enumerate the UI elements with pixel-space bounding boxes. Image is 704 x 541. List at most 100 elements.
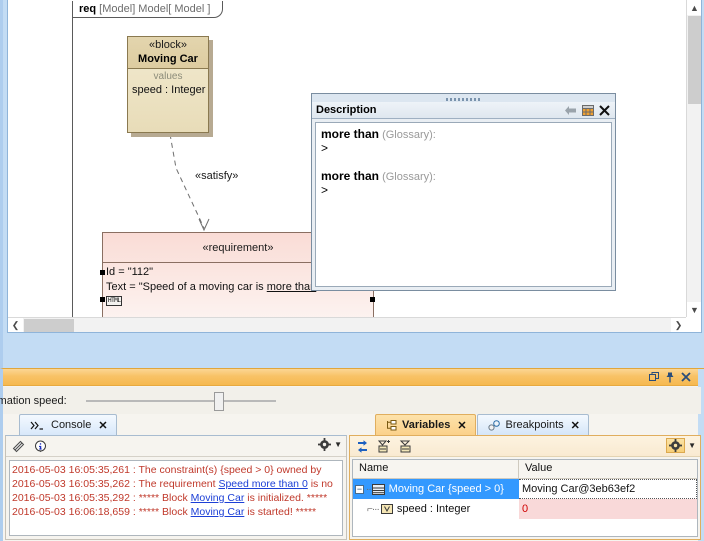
log-timestamp: 2016-05-03 16:05:35,292 : [12, 492, 139, 504]
selection-handle[interactable] [370, 297, 375, 302]
column-header-name[interactable]: Name [353, 460, 519, 478]
glossary-source: (Glossary): [382, 129, 436, 141]
breakpoint-circle-icon [487, 419, 501, 431]
variables-options[interactable]: ▼ [666, 438, 696, 453]
log-line: 2016-05-03 16:05:35,262 : The requiremen… [12, 477, 342, 491]
tab-console-close-icon[interactable]: ✕ [98, 419, 108, 432]
collapse-expander-icon[interactable]: − [355, 483, 364, 494]
tab-breakpoints[interactable]: Breakpoints ✕ [476, 414, 589, 435]
glossary-body: > [321, 183, 329, 197]
back-arrow-icon[interactable] [563, 103, 578, 117]
glossary-term: more than [321, 127, 380, 141]
block-header: «block» Moving Car [128, 37, 208, 69]
eraser-icon[interactable] [11, 439, 27, 453]
close-icon[interactable] [678, 370, 694, 384]
column-header-value[interactable]: Value [525, 462, 553, 474]
simulation-panel: nimation speed: Console ✕ Variabl [0, 368, 704, 541]
description-drag-grip[interactable] [312, 94, 615, 102]
tab-console[interactable]: Console ✕ [19, 414, 117, 435]
variables-row-name: ⌐··· speed : Integer [353, 499, 519, 519]
log-timestamp: 2016-05-03 16:05:35,261 : [12, 464, 139, 476]
log-link[interactable]: Speed more than 0 [218, 478, 308, 490]
gear-icon[interactable] [666, 438, 686, 453]
variables-toolbar: ▼ [350, 436, 700, 457]
variables-row-value[interactable]: Moving Car@3eb63ef2 [519, 479, 697, 499]
log-line: 2016-05-03 16:05:35,261 : The constraint… [12, 463, 342, 477]
table-icon[interactable] [580, 103, 595, 117]
slider-thumb[interactable] [213, 391, 224, 411]
horizontal-splitter[interactable] [0, 336, 704, 368]
animation-speed-slider[interactable] [85, 391, 276, 411]
expand-all-icon[interactable] [398, 439, 414, 453]
block-compartment-title: values [153, 71, 183, 82]
variables-row-name-label: Moving Car {speed > 0} [388, 483, 504, 495]
simulation-titlebar [3, 369, 698, 386]
description-panel[interactable]: Description more than (Gloss [311, 93, 616, 291]
tab-console-label: Console [51, 419, 92, 431]
html-badge: HTML [106, 296, 123, 307]
variables-row-value[interactable]: 0 [519, 499, 697, 519]
canvas-vertical-scrollbar[interactable]: ▲ ▼ [686, 0, 701, 317]
console-pane: ▼ 2016-05-03 16:05:35,261 : The constrai… [5, 435, 347, 540]
refresh-icon[interactable] [354, 439, 370, 453]
log-text-tail: is started! ***** [244, 506, 317, 518]
tab-variables-close-icon[interactable]: ✕ [457, 419, 467, 432]
tree-connector: ·· [366, 483, 372, 495]
diagram-editor-frame: req [Model] Model[ Model ] «satisfy» «bl… [7, 0, 702, 333]
chevron-down-icon[interactable]: ▼ [688, 441, 696, 450]
log-text-tail: is no [307, 478, 333, 490]
description-title: Description [316, 104, 377, 116]
chevron-down-icon[interactable]: ▼ [334, 440, 342, 449]
table-row[interactable]: − ·· Moving Car {speed > 0} Moving Car@3… [353, 479, 697, 499]
diagram-frame-kind: req [79, 3, 97, 15]
tab-breakpoints-label: Breakpoints [505, 419, 564, 431]
variables-table-header: Name Value [353, 460, 697, 479]
scroll-left-icon[interactable]: ❮ [8, 318, 23, 332]
horizontal-scroll-thumb[interactable] [24, 319, 74, 332]
log-link[interactable]: Moving Car [190, 506, 245, 518]
variables-tree-icon [386, 419, 397, 431]
selection-handle[interactable] [100, 297, 105, 302]
console-log-list[interactable]: 2016-05-03 16:05:35,261 : The constraint… [9, 460, 343, 536]
requirement-text-glossary-link[interactable]: more than [266, 281, 317, 293]
scroll-down-icon[interactable]: ▼ [687, 302, 701, 317]
block-stereotype: «block» [149, 39, 187, 51]
canvas-horizontal-scrollbar[interactable]: ❮ ❯ [8, 317, 686, 332]
table-row[interactable]: ⌐··· speed : Integer 0 [353, 499, 697, 519]
pin-icon[interactable] [662, 370, 678, 384]
diagram-canvas[interactable]: req [Model] Model[ Model ] «satisfy» «bl… [8, 0, 686, 317]
close-icon[interactable] [597, 103, 612, 117]
log-text: ***** Block [138, 492, 191, 504]
description-titlebar: Description [312, 102, 615, 119]
tab-breakpoints-close-icon[interactable]: ✕ [570, 419, 580, 432]
glossary-entry: more than (Glossary): > [321, 127, 611, 155]
variables-table[interactable]: Name Value − ·· Moving Car {speed > 0} M… [352, 459, 698, 537]
log-text: ***** Block [138, 506, 191, 518]
restore-icon[interactable] [646, 370, 662, 384]
diagram-frame-border [72, 18, 73, 317]
tab-variables-label: Variables [402, 419, 451, 431]
log-line: 2016-05-03 16:06:18,659 : ***** Block Mo… [12, 505, 342, 519]
glossary-body: > [321, 141, 329, 155]
vertical-scroll-thumb[interactable] [688, 16, 701, 104]
log-text: The constraint(s) {speed > 0} owned by [138, 464, 322, 476]
scroll-right-icon[interactable]: ❯ [671, 318, 686, 332]
scroll-up-icon[interactable]: ▲ [687, 0, 701, 15]
collapse-all-icon[interactable] [376, 439, 392, 453]
info-icon[interactable] [32, 439, 48, 453]
console-options[interactable]: ▼ [318, 438, 342, 451]
glossary-entry-header: more than (Glossary): [321, 127, 611, 141]
log-text: The requirement [138, 478, 219, 490]
variables-row-name-label: speed : Integer [396, 503, 471, 515]
gear-icon[interactable] [318, 438, 332, 451]
value-property-icon [380, 504, 393, 514]
block-name: Moving Car [138, 53, 198, 65]
block-moving-car[interactable]: «block» Moving Car values speed : Intege… [127, 36, 209, 133]
tab-variables[interactable]: Variables ✕ [375, 414, 476, 435]
glossary-entry-header: more than (Glossary): [321, 169, 611, 183]
block-value-property: speed : Integer [132, 84, 206, 96]
selection-handle[interactable] [100, 270, 105, 275]
log-link[interactable]: Moving Car [190, 492, 245, 504]
tree-connector: ⌐··· [367, 503, 380, 515]
